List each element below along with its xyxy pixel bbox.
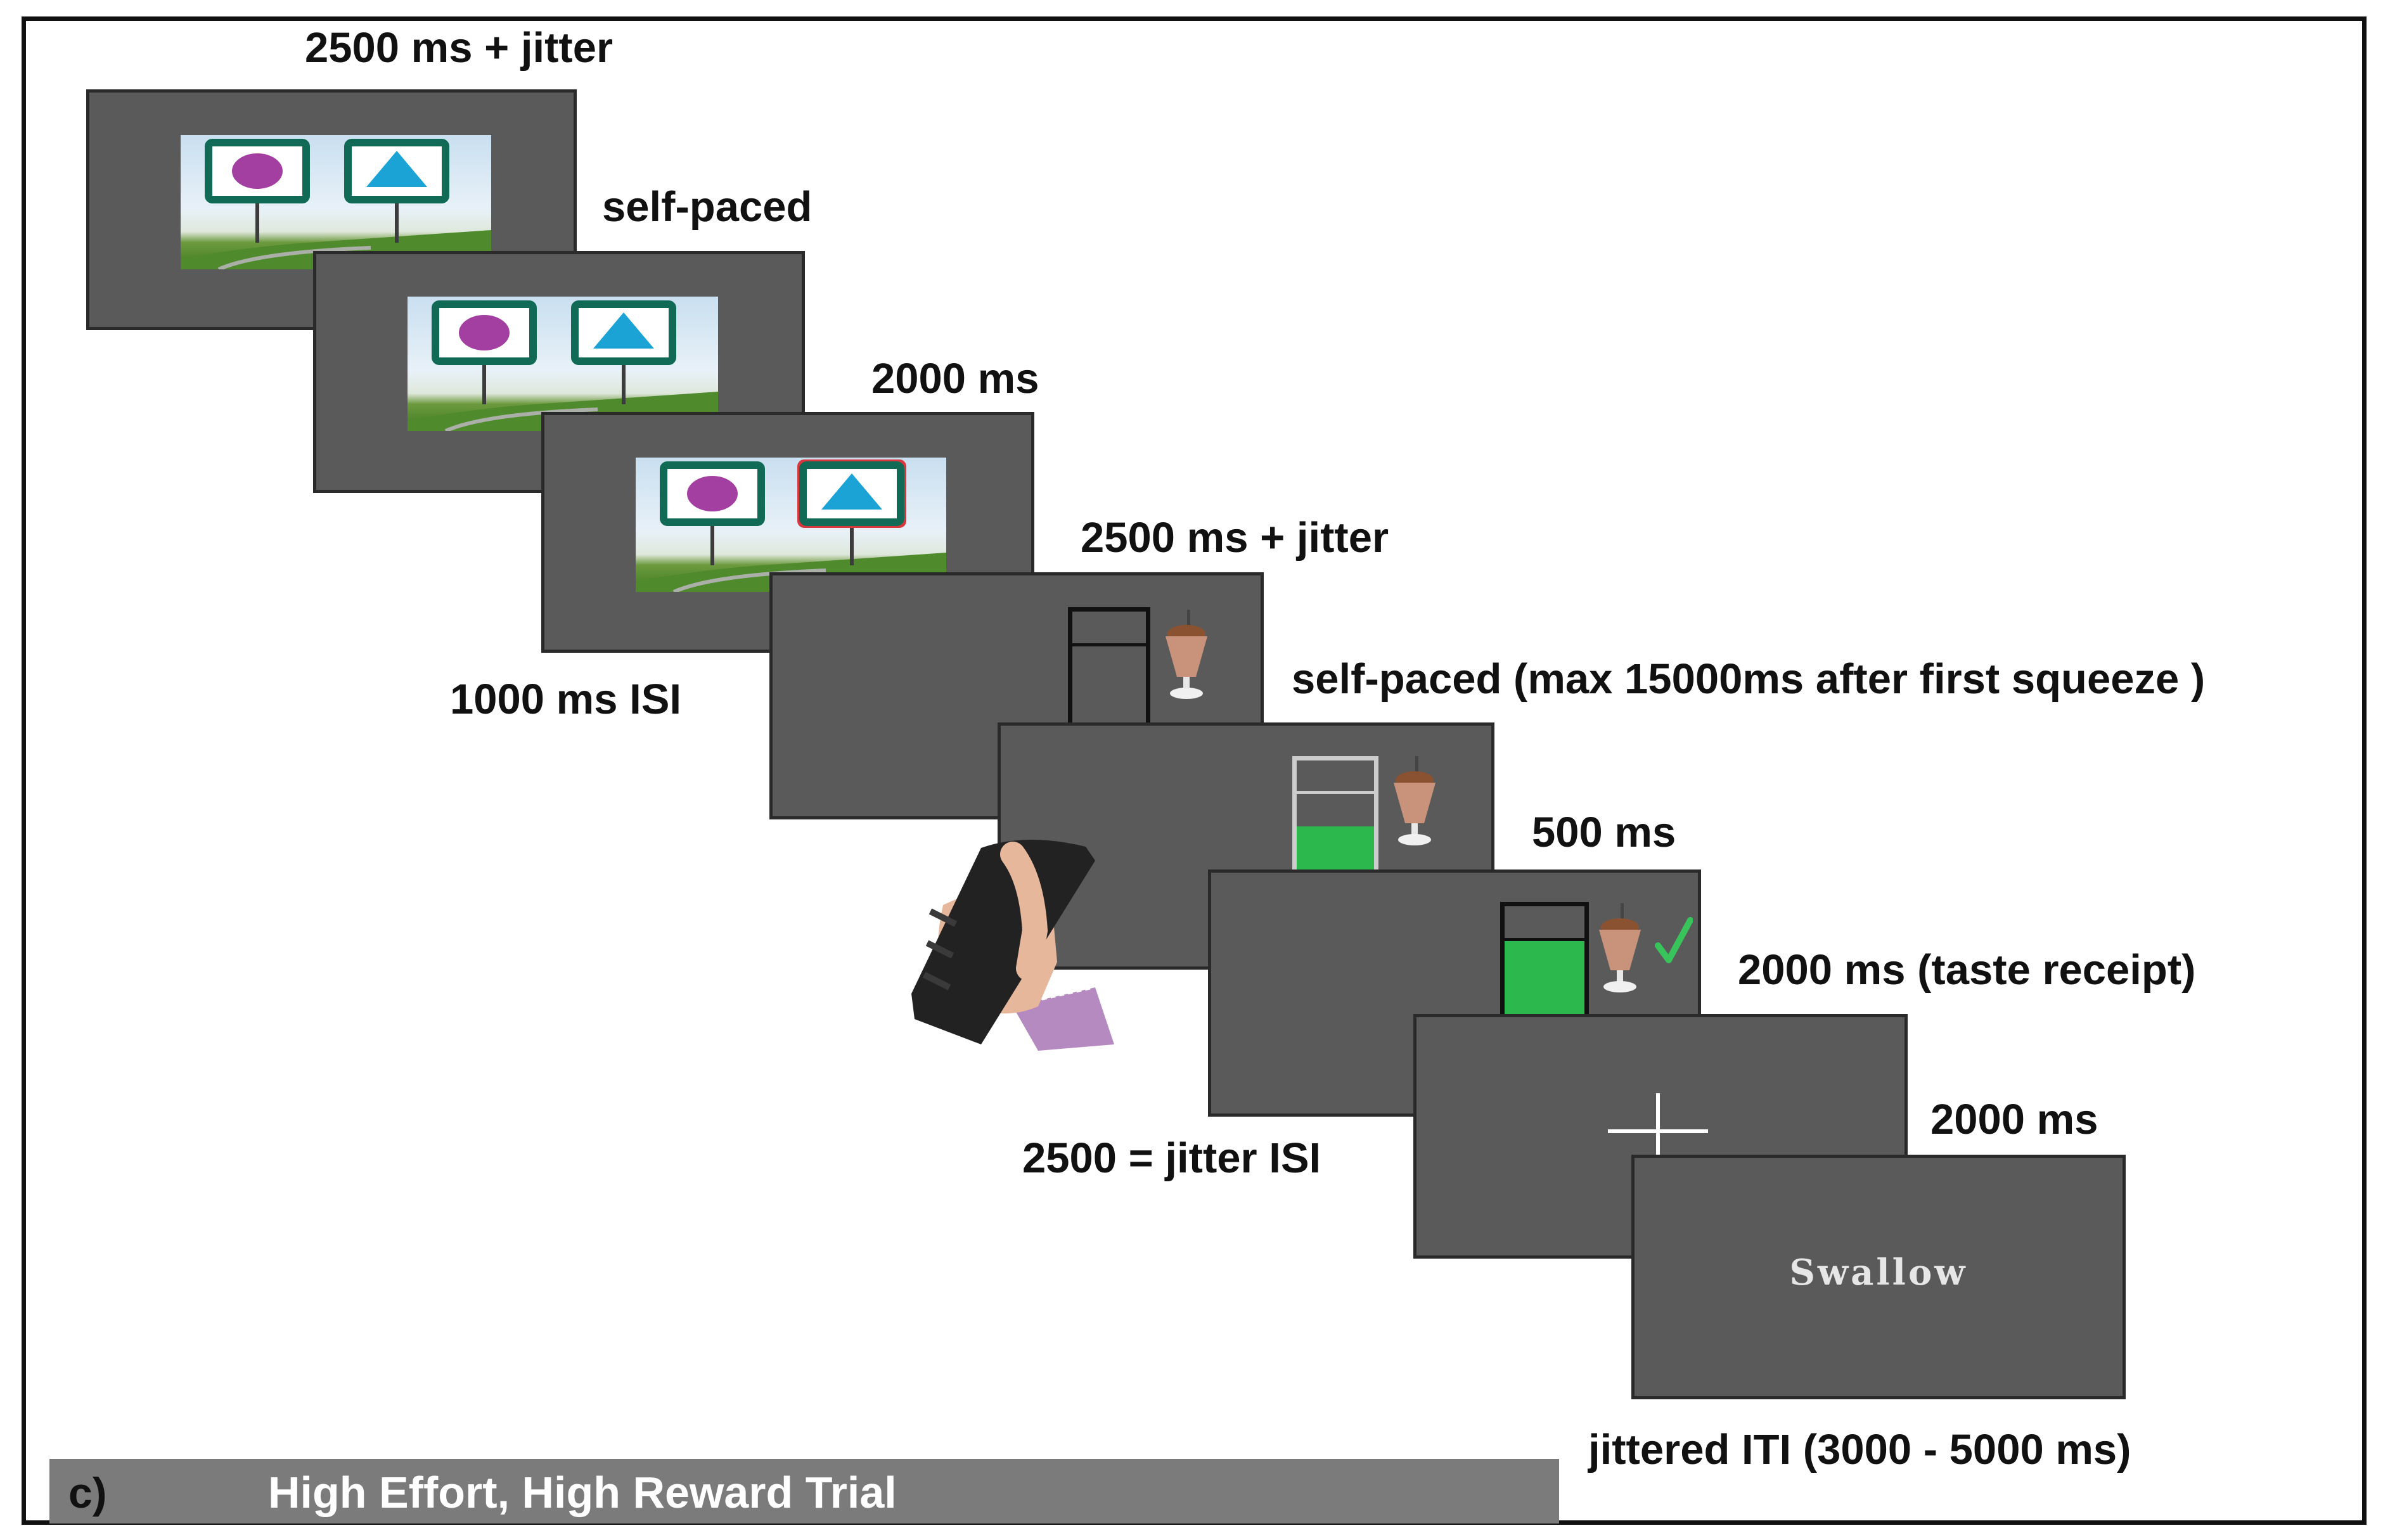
- anticipation-label: 2500 ms + jitter: [1081, 514, 1389, 561]
- taste-label: 2000 ms (taste receipt): [1738, 946, 2196, 994]
- triangle-sign-icon: [571, 300, 676, 365]
- response-label: self-paced: [602, 183, 813, 231]
- milkshake-icon: [1591, 902, 1648, 1000]
- circle-sign-icon: [432, 300, 537, 365]
- effort-bar: [1068, 607, 1150, 740]
- effort-bar: [1500, 902, 1589, 1058]
- effort-label: self-paced (max 15000ms after first sque…: [1292, 655, 2206, 703]
- panel-banner: c) High Effort, High Reward Trial: [49, 1459, 1559, 1524]
- fixation-cross-icon: [1608, 1093, 1708, 1169]
- isi-1-label: 1000 ms ISI: [450, 676, 682, 723]
- panel-letter: c): [68, 1469, 107, 1517]
- milkshake-icon: [1386, 755, 1443, 853]
- iti-label: jittered ITI (3000 - 5000 ms): [1588, 1426, 2131, 1473]
- fixation-label: 2000 ms: [1930, 1096, 2098, 1143]
- panel-title: High Effort, High Reward Trial: [268, 1468, 897, 1517]
- checkmark-icon: [1655, 917, 1693, 965]
- triangle-sign-icon: [344, 139, 449, 203]
- swallow-text: Swallow: [1789, 1252, 1968, 1293]
- highlight-duration-label: 2000 ms: [871, 355, 1039, 402]
- billboard-graphic: [181, 139, 491, 269]
- triangle-sign-icon: [797, 459, 906, 528]
- hand-grip-icon: [905, 835, 1114, 1051]
- feedback-label: 500 ms: [1532, 809, 1676, 856]
- circle-sign-icon: [205, 139, 310, 203]
- billboard-scene: [181, 135, 491, 269]
- isi-2-label: 2500 = jitter ISI: [1022, 1134, 1321, 1182]
- billboard-scene: [408, 297, 718, 431]
- circle-sign-icon: [660, 461, 765, 526]
- choice-duration-label: 2500 ms + jitter: [305, 24, 613, 72]
- billboard-graphic: [408, 300, 718, 431]
- swallow-screen: Swallow: [1631, 1155, 2126, 1399]
- milkshake-icon: [1158, 608, 1215, 707]
